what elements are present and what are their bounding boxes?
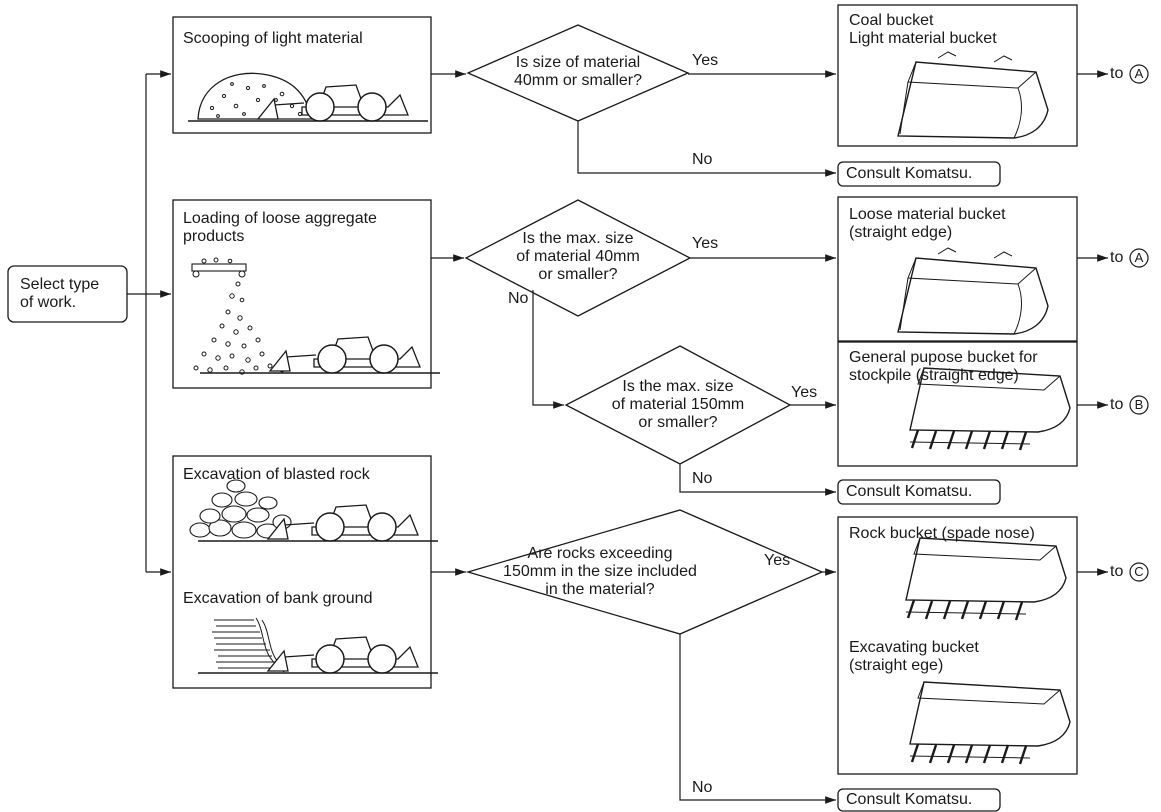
no-label-3: No xyxy=(692,470,713,487)
destination-label-b: to xyxy=(1110,396,1124,413)
loose-aggregate-illustration xyxy=(191,257,441,375)
decision-3-line1: Is the max. size xyxy=(622,378,734,395)
bucket-label-rock: Rock bucket (spade nose) xyxy=(849,525,1035,542)
destination-letter-c: C xyxy=(1134,564,1144,579)
light-material-illustration xyxy=(187,72,429,122)
bucket-label-loose-line2: (straight edge) xyxy=(849,224,953,241)
work-label-loose-aggregate: Loading of loose aggregate products xyxy=(183,210,377,246)
work-label-loose-line1: Loading of loose aggregate xyxy=(183,210,377,227)
decision-1-line2: 40mm or smaller? xyxy=(513,72,643,89)
yes-label-2: Yes xyxy=(692,235,719,252)
consult-box-3 xyxy=(837,788,1001,812)
bucket-label-coal-line2: Light material bucket xyxy=(849,30,997,47)
decision-1-line1: Is size of material xyxy=(515,54,641,71)
destination-label-a-1: to xyxy=(1110,65,1124,82)
work-label-blasted-rock: Excavation of blasted rock xyxy=(183,466,370,483)
consult-label-1: Consult Komatsu. xyxy=(846,165,973,182)
decision-2-line2: of material 40mm xyxy=(516,248,640,265)
destination-a-circle-2 xyxy=(1129,248,1149,268)
connector-lines xyxy=(127,70,1108,804)
start-label-line1: Select type xyxy=(20,276,100,293)
bucket-label-excavating-line2: (straight ege) xyxy=(849,657,944,674)
decision-1-text: Is size of material 40mm or smaller? xyxy=(478,54,678,90)
no-label-4: No xyxy=(692,779,713,796)
bucket-label-general-line2: stockpile (straight edge) xyxy=(849,367,1019,384)
consult-label-2: Consult Komatsu. xyxy=(846,483,973,500)
bucket-label-coal-line1: Coal bucket xyxy=(849,12,934,29)
decision-2-line3: or smaller? xyxy=(538,266,618,283)
decision-3-line3: or smaller? xyxy=(638,414,718,431)
decision-3-line2: of material 150mm xyxy=(611,396,745,413)
consult-label-3: Consult Komatsu. xyxy=(846,791,973,808)
destination-letter-a-2: A xyxy=(1134,250,1144,265)
bucket-label-excavating-line1: Excavating bucket xyxy=(849,639,979,656)
destination-c-circle xyxy=(1129,562,1149,582)
work-label-light-material: Scooping of light material xyxy=(183,30,363,47)
decision-4-text: Are rocks exceeding 150mm in the size in… xyxy=(480,545,720,599)
destination-letter-b: B xyxy=(1134,397,1144,412)
destination-letter-a-1: A xyxy=(1134,66,1144,81)
decision-diamond-2 xyxy=(464,199,692,317)
consult-box-1 xyxy=(837,161,1001,187)
no-label-1: No xyxy=(692,151,713,168)
no-label-2: No xyxy=(508,290,529,307)
bucket-label-general-line1: General pupose bucket for xyxy=(849,349,1038,366)
destination-a-circle-1 xyxy=(1129,64,1149,84)
start-label-line2: of work. xyxy=(20,294,77,311)
bucket-label-excavating: Excavating bucket (straight ege) xyxy=(849,639,979,675)
consult-box-2 xyxy=(837,479,1001,505)
decision-4-line2: 150mm in the size included xyxy=(503,563,697,580)
yes-label-1: Yes xyxy=(692,52,719,69)
start-label: Select type of work. xyxy=(20,276,99,312)
destination-label-a-2: to xyxy=(1110,249,1124,266)
bucket-label-loose: Loose material bucket (straight edge) xyxy=(849,206,1006,242)
decision-2-line1: Is the max. size xyxy=(522,230,634,247)
decision-4-line3: in the material? xyxy=(545,581,655,598)
blasted-rock-illustration xyxy=(189,479,439,542)
decision-2-text: Is the max. size of material 40mm or sma… xyxy=(478,230,678,284)
yes-label-3: Yes xyxy=(791,384,818,401)
bank-ground-illustration xyxy=(197,617,439,674)
decision-4-line1: Are rocks exceeding xyxy=(527,545,673,562)
work-label-loose-line2: products xyxy=(183,228,245,245)
bucket-label-coal: Coal bucket Light material bucket xyxy=(849,12,997,48)
work-label-bank-ground: Excavation of bank ground xyxy=(183,590,373,607)
destination-b-circle xyxy=(1129,395,1149,415)
destination-label-c: to xyxy=(1110,563,1124,580)
bucket-label-general: General pupose bucket for stockpile (str… xyxy=(849,349,1038,385)
bucket-label-loose-line1: Loose material bucket xyxy=(849,206,1006,223)
decision-3-text: Is the max. size of material 150mm or sm… xyxy=(578,378,778,432)
yes-label-4: Yes xyxy=(764,552,791,569)
